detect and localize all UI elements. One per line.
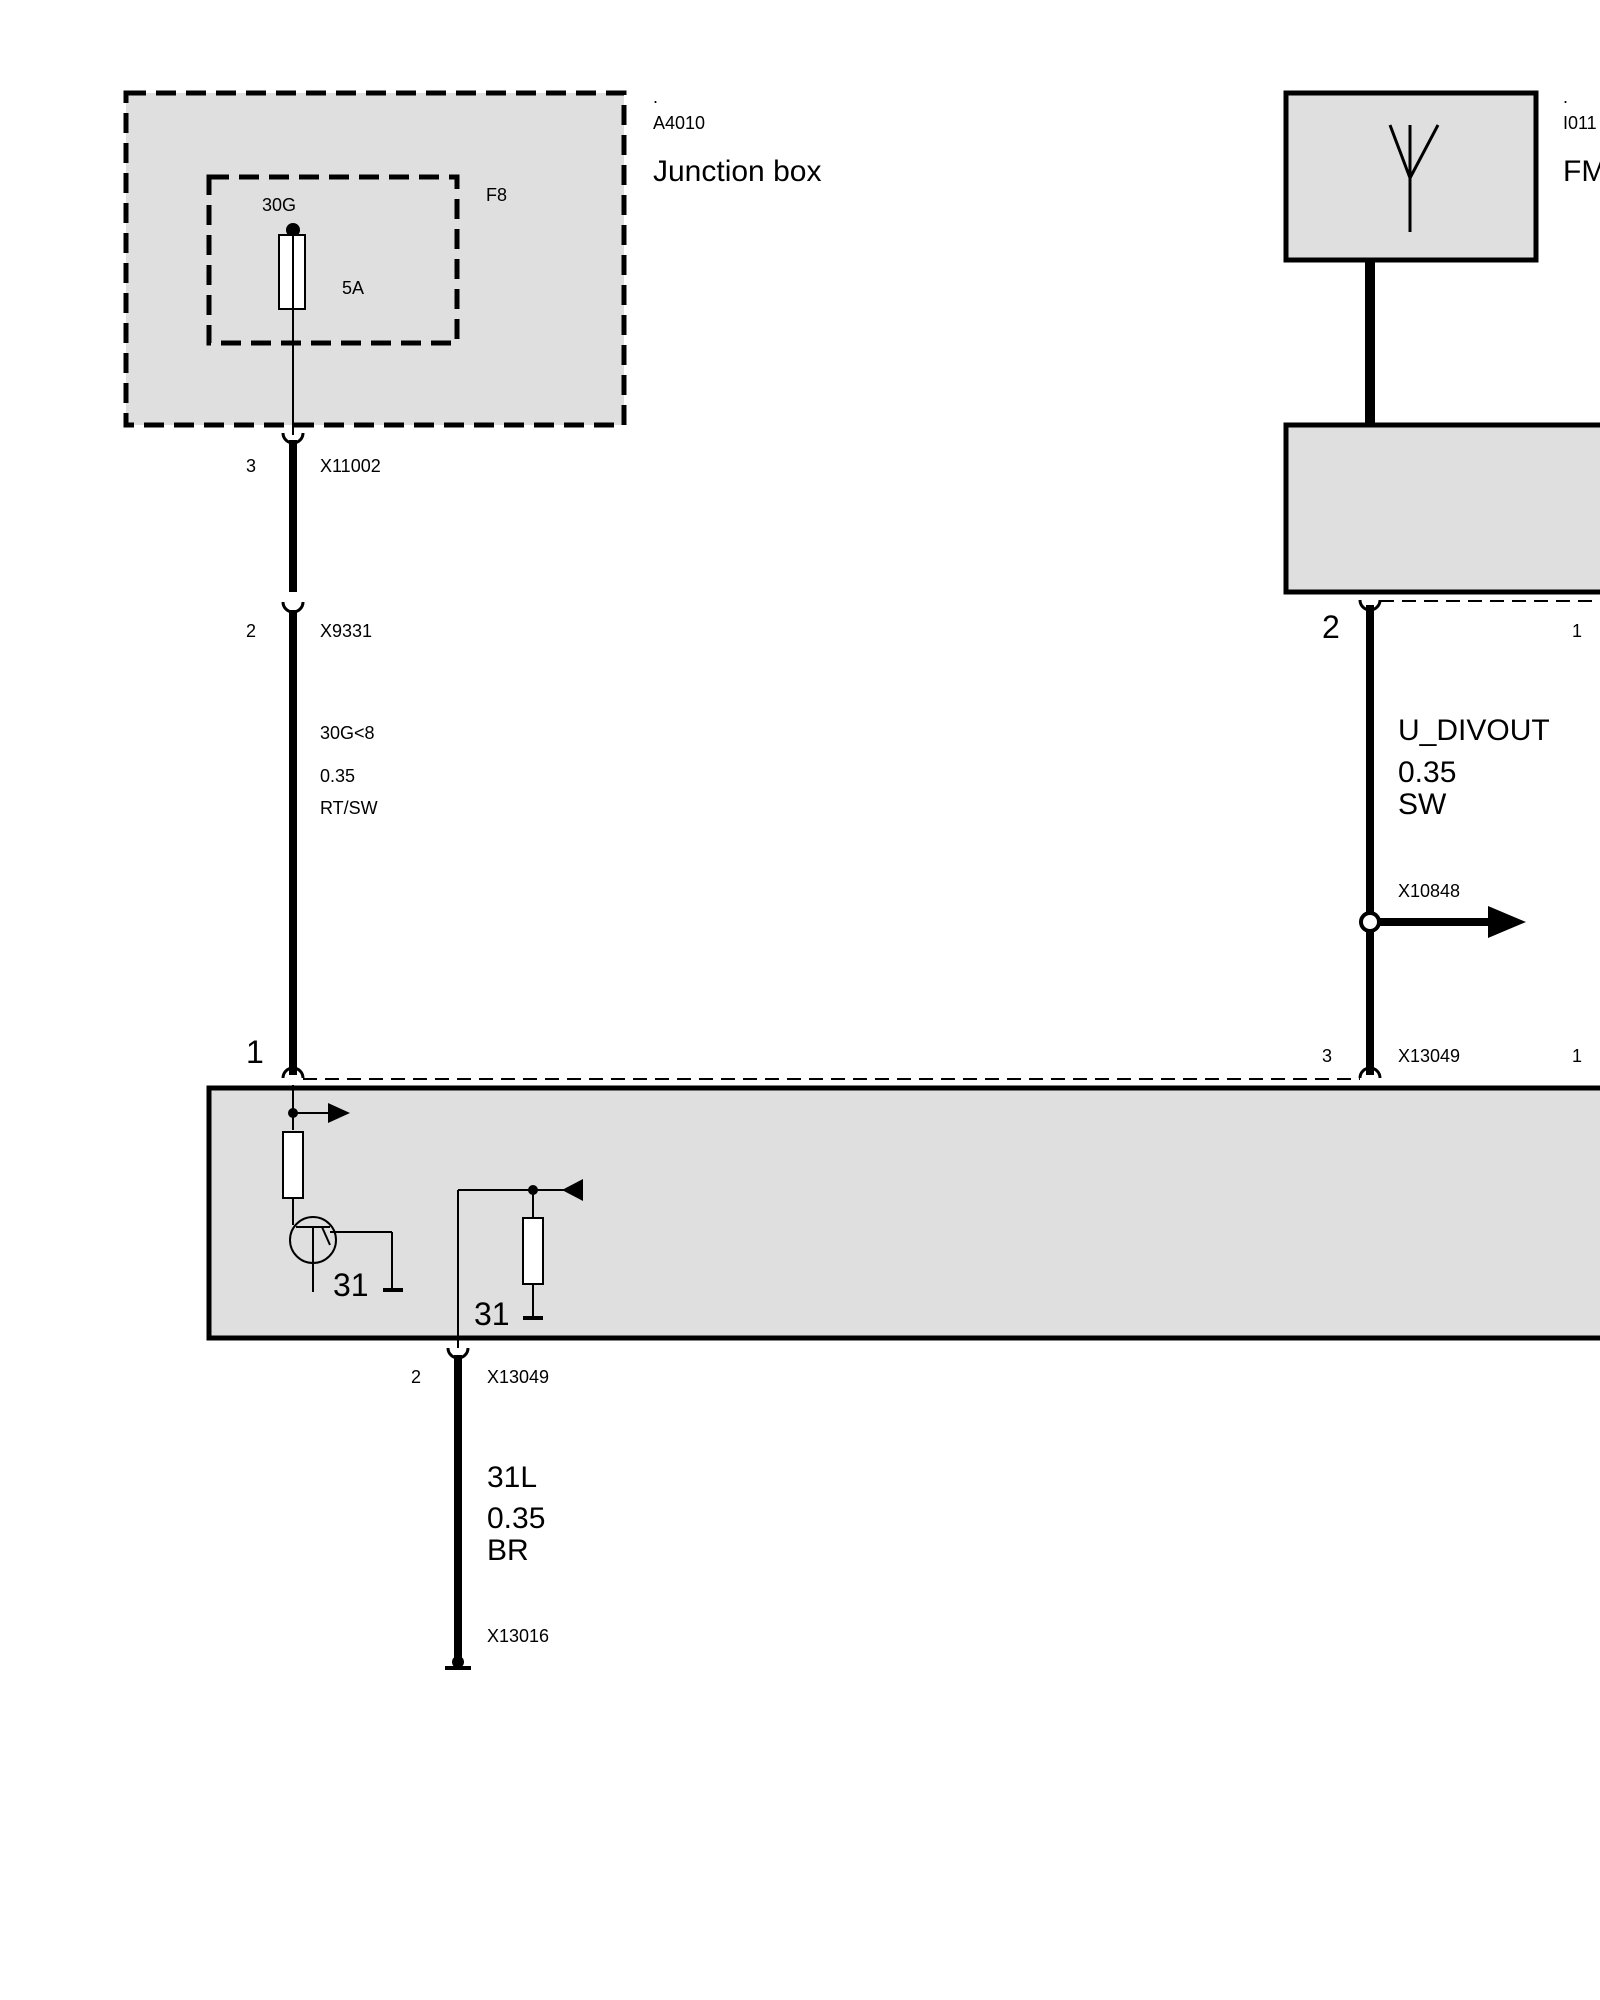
arrow-right-icon <box>1488 906 1526 938</box>
module-connector-pin1-right: 1 <box>1572 1046 1582 1066</box>
splice-x10848-name: X10848 <box>1398 881 1460 901</box>
control-module-box <box>206 1085 1600 1341</box>
wire-31l-signal: 31L <box>487 1461 537 1494</box>
junction-box-id: A4010 <box>653 113 705 133</box>
fm-connector-pin2: 2 <box>1322 609 1340 645</box>
fuse-rating-label: 5A <box>342 278 364 298</box>
antenna-icon <box>1388 124 1440 232</box>
wire-30g-color: RT/SW <box>320 798 378 818</box>
resistor-icon <box>282 1131 304 1199</box>
fm-module-title: FM <box>1563 155 1600 188</box>
connector-x13049-bottom-name: X13049 <box>487 1367 549 1387</box>
junction-box-title: Junction box <box>653 155 821 188</box>
ground-2-label: 31 <box>474 1296 510 1332</box>
connector-x9331-name: X9331 <box>320 621 372 641</box>
module-connector-pin3: 3 <box>1322 1046 1332 1066</box>
fm-connector-pin1: 1 <box>1572 621 1582 641</box>
arrow-left-icon <box>562 1179 583 1201</box>
wire-31l-gauge: 0.35 <box>487 1502 545 1535</box>
control-module[interactable]: 31 31 <box>206 1085 1600 1348</box>
fuse-terminal-label: 30G <box>262 195 296 215</box>
wire-u-divout-signal: U_DIVOUT <box>1398 714 1550 747</box>
module-connector-left-symbol <box>281 1066 305 1079</box>
fm-module-lower-box <box>1283 422 1600 595</box>
ground-x13016-dot <box>452 1656 464 1668</box>
fm-module[interactable] <box>1283 90 1600 595</box>
module-connector-pin1: 1 <box>246 1034 264 1070</box>
wire-30g-signal: 30G<8 <box>320 723 375 743</box>
resistor-icon <box>522 1217 544 1285</box>
transistor-icon <box>289 1216 393 1292</box>
wire-31l-color: BR <box>487 1534 529 1567</box>
connector-x11002-name: X11002 <box>320 456 381 476</box>
connector-x13049-bottom-pin: 2 <box>411 1367 421 1387</box>
junction-box-dot: . <box>653 87 658 107</box>
connector-x9331-pin: 2 <box>246 621 256 641</box>
fm-module-id: I011 <box>1563 113 1597 133</box>
fuse-name-label: F8 <box>486 185 507 205</box>
module-connector-name: X13049 <box>1398 1046 1460 1066</box>
junction-box[interactable]: 30G 5A F8 <box>123 90 627 435</box>
wire-u-divout-gauge: 0.35 <box>1398 756 1456 789</box>
module-connector-right-symbol <box>1358 1066 1382 1079</box>
ground-1-label: 31 <box>333 1267 369 1303</box>
fuse-box-outline <box>206 174 460 346</box>
arrow-right-icon <box>328 1103 350 1123</box>
ground-x13016-name: X13016 <box>487 1626 549 1646</box>
splice-x10848-dot[interactable] <box>1359 911 1381 933</box>
fm-module-dot: . <box>1563 87 1568 107</box>
wire-u-divout-color: SW <box>1398 788 1447 821</box>
wire-30g-gauge: 0.35 <box>320 766 355 786</box>
connector-x11002-pin: 3 <box>246 456 256 476</box>
